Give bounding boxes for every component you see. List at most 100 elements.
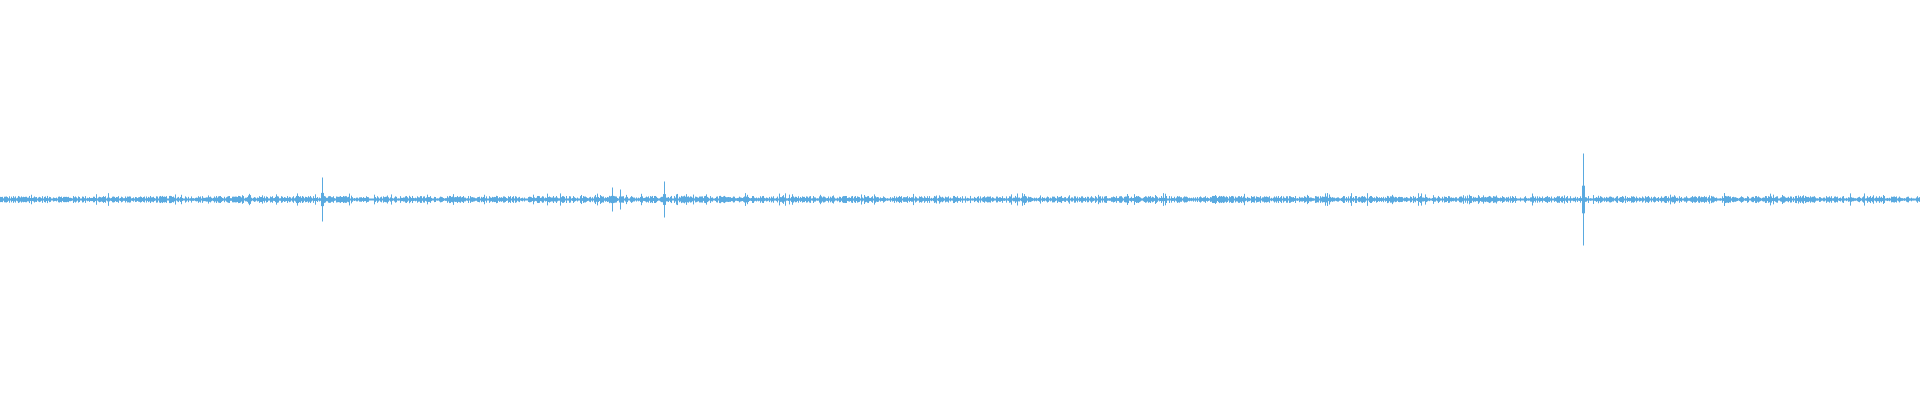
waveform-sample	[631, 196, 632, 203]
waveform-sample	[224, 196, 225, 203]
waveform-sample	[624, 198, 625, 201]
waveform-sample	[57, 198, 58, 201]
waveform-sample	[1197, 196, 1198, 203]
waveform-sample	[1088, 196, 1089, 203]
waveform-sample	[640, 196, 641, 203]
waveform-sample	[585, 196, 586, 203]
waveform-sample	[150, 195, 151, 204]
waveform-sample	[1758, 196, 1759, 203]
waveform-sample	[461, 197, 462, 202]
waveform-sample	[1582, 185, 1583, 214]
waveform-sample	[1292, 197, 1293, 202]
waveform-sample	[1910, 198, 1911, 201]
waveform-sample	[1195, 197, 1196, 202]
waveform-sample	[668, 196, 669, 203]
waveform-sample	[1597, 197, 1598, 202]
waveform-sample	[156, 196, 157, 203]
waveform-sample	[1211, 197, 1212, 202]
waveform-sample	[1379, 197, 1380, 202]
waveform-sample	[1039, 197, 1040, 202]
waveform-sample	[1227, 197, 1228, 202]
waveform-sample	[533, 194, 534, 205]
waveform-sample	[764, 197, 765, 202]
waveform-sample	[417, 196, 418, 203]
waveform-sample	[1748, 196, 1749, 203]
waveform-sample	[606, 197, 607, 202]
waveform-sample	[60, 197, 61, 202]
waveform-sample	[498, 198, 499, 201]
waveform-sample	[544, 198, 545, 201]
waveform-sample	[1076, 198, 1077, 201]
waveform-sample	[1776, 196, 1777, 203]
waveform-sample	[1661, 196, 1662, 203]
waveform-sample	[410, 196, 411, 203]
waveform-sample	[279, 198, 280, 201]
waveform-sample	[514, 198, 515, 201]
waveform-sample	[1190, 198, 1191, 201]
waveform-sample	[1087, 196, 1088, 203]
waveform-sample	[1159, 197, 1160, 202]
waveform-sample	[454, 197, 455, 202]
waveform-sample	[707, 196, 708, 203]
waveform-sample	[256, 198, 257, 201]
waveform-sample	[444, 198, 445, 201]
waveform-sample	[659, 198, 660, 201]
waveform-sample	[184, 198, 185, 201]
waveform-sample	[1336, 197, 1337, 202]
waveform-sample	[1167, 198, 1168, 201]
waveform-sample	[541, 197, 542, 202]
waveform-sample	[1653, 197, 1654, 202]
waveform-sample	[1091, 196, 1092, 203]
waveform-sample	[1780, 197, 1781, 202]
waveform-sample	[1651, 196, 1652, 203]
waveform-sample	[179, 198, 180, 201]
waveform-sample	[1401, 196, 1402, 203]
waveform-sample	[605, 197, 606, 202]
waveform-sample	[1738, 198, 1739, 201]
waveform-sample	[1031, 197, 1032, 202]
waveform-sample	[919, 196, 920, 203]
waveform-sample	[122, 197, 123, 202]
waveform-sample	[1348, 196, 1349, 203]
waveform-sample	[1792, 198, 1793, 201]
waveform-sample	[508, 196, 509, 203]
waveform-sample	[1497, 197, 1498, 202]
waveform-sample	[1790, 196, 1791, 203]
waveform-sample	[526, 198, 527, 201]
waveform-sample	[1532, 193, 1533, 206]
waveform-sample	[447, 196, 448, 203]
waveform-sample	[614, 196, 615, 203]
waveform-sample	[207, 197, 208, 202]
waveform-sample	[647, 197, 648, 202]
waveform-sample	[765, 198, 766, 201]
waveform-sample	[1680, 197, 1681, 202]
waveform-sample	[298, 196, 299, 203]
waveform-sample	[67, 197, 68, 202]
waveform-sample	[1372, 197, 1373, 202]
waveform-sample	[75, 196, 76, 203]
waveform-sample	[1097, 198, 1098, 201]
waveform-sample	[748, 196, 749, 203]
waveform-sample	[938, 197, 939, 202]
waveform-sample	[1869, 197, 1870, 202]
waveform-sample	[1454, 198, 1455, 201]
waveform-sample	[1429, 197, 1430, 202]
waveform-sample	[1443, 198, 1444, 201]
waveform-sample	[1187, 197, 1188, 202]
waveform-sample	[762, 196, 763, 203]
waveform-sample	[163, 196, 164, 203]
waveform-sample	[135, 196, 136, 203]
waveform-sample	[1102, 196, 1103, 203]
waveform-sample	[1281, 195, 1282, 204]
waveform-sample	[636, 197, 637, 202]
waveform-sample	[69, 197, 70, 202]
waveform-sample	[1480, 197, 1481, 202]
waveform-sample	[1441, 198, 1442, 201]
waveform-sample	[212, 198, 213, 201]
waveform-sample	[474, 197, 475, 202]
waveform-sample	[16, 198, 17, 201]
waveform-sample	[1542, 196, 1543, 203]
waveform-sample	[889, 198, 890, 201]
waveform-sample	[655, 195, 656, 204]
waveform-sample	[1905, 198, 1906, 201]
